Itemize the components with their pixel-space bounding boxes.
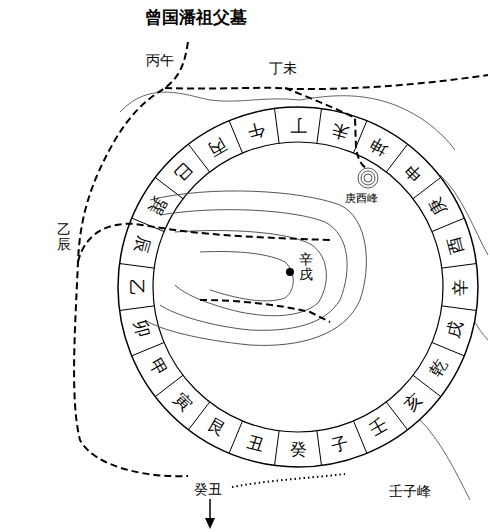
water-line bbox=[232, 474, 345, 487]
vein-line bbox=[74, 42, 188, 476]
compass-divider bbox=[275, 109, 280, 144]
peak-contour bbox=[358, 168, 378, 188]
compass-mountain: 乙 bbox=[128, 279, 145, 296]
compass-mountain: 辛 bbox=[452, 279, 469, 296]
compass-divider bbox=[317, 109, 322, 144]
compass-inner-circle bbox=[153, 142, 443, 432]
dragon-veins bbox=[74, 42, 488, 476]
arrow-head bbox=[205, 518, 215, 529]
contour bbox=[145, 191, 366, 345]
compass-divider bbox=[442, 264, 477, 269]
peak-label: 庚酉峰 bbox=[344, 192, 379, 205]
vein-line bbox=[200, 300, 330, 322]
direction-label: 乙辰 bbox=[56, 222, 72, 253]
compass-divider bbox=[132, 343, 164, 356]
compass-divider bbox=[120, 264, 155, 269]
tomb-dot bbox=[286, 268, 294, 276]
peak-contour bbox=[364, 174, 372, 182]
compass-divider bbox=[442, 306, 477, 311]
hill-contours bbox=[145, 168, 378, 345]
compass-divider bbox=[229, 421, 242, 453]
direction-label: 癸丑 bbox=[193, 481, 223, 498]
tomb-direction-label: 辛戌 bbox=[298, 252, 314, 283]
compass-divider bbox=[275, 431, 280, 466]
vein-line bbox=[165, 75, 488, 89]
compass-mountain: 癸 bbox=[290, 441, 307, 458]
compass-divider bbox=[432, 343, 464, 356]
compass-divider bbox=[317, 431, 322, 466]
contour bbox=[200, 251, 293, 300]
compass-divider bbox=[120, 306, 155, 311]
compass-dividers bbox=[120, 109, 477, 466]
peak-label: 壬子峰 bbox=[388, 483, 432, 500]
outflow-arrow bbox=[209, 499, 211, 520]
compass-divider bbox=[229, 121, 242, 153]
direction-label: 丙午 bbox=[145, 52, 175, 69]
vein-line bbox=[285, 88, 366, 168]
direction-label: 丁未 bbox=[268, 60, 298, 77]
compass-outer-circle bbox=[118, 107, 478, 467]
compass-divider bbox=[432, 218, 464, 231]
compass-mountain: 丁 bbox=[290, 117, 307, 134]
title: 曾国潘祖父墓 bbox=[145, 6, 247, 29]
peak-contour bbox=[361, 171, 375, 185]
contour bbox=[160, 210, 347, 331]
vein-line bbox=[78, 224, 330, 262]
compass-divider bbox=[354, 421, 367, 453]
